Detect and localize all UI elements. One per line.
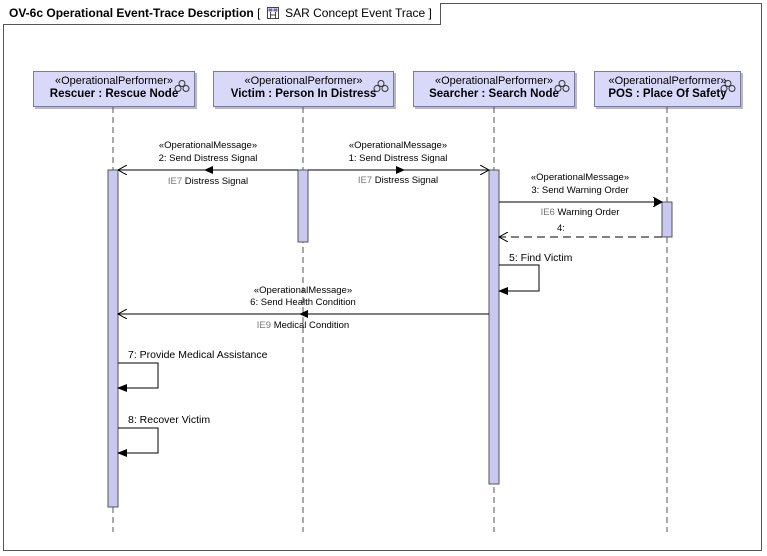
message-2[interactable]: «OperationalMessage» 2: Send Distress Si…: [118, 140, 298, 187]
performer-icon: [373, 80, 389, 92]
svg-text:IE6 Warning Order: IE6 Warning Order: [541, 207, 620, 218]
bracket-open: [: [257, 6, 261, 20]
lifeline-stereotype: «OperationalPerformer»: [434, 75, 553, 87]
performer-icon: [720, 80, 736, 92]
lifeline-stereotype: «OperationalPerformer»: [244, 75, 363, 87]
information-flow-arrow: [204, 166, 213, 174]
information-flow-arrow: [299, 310, 308, 318]
message-label: 3: Send Warning Order: [531, 185, 628, 196]
diagram-title-tab: OV-6c Operational Event-Trace Descriptio…: [3, 3, 441, 25]
ie-id: IE9: [257, 320, 271, 331]
lifeline-name: Victim : Person In Distress: [230, 88, 377, 100]
message-label: 8: Recover Victim: [128, 414, 210, 426]
ie-id: IE6: [541, 207, 555, 218]
performer-icon: [174, 80, 190, 92]
svg-text:IE7 Distress Signal: IE7 Distress Signal: [358, 175, 438, 186]
message-stereotype: «OperationalMessage»: [159, 140, 257, 151]
ie-id: IE7: [358, 175, 372, 186]
lifeline-victim[interactable]: «OperationalPerformer» Victim : Person I…: [213, 71, 394, 107]
message-6[interactable]: «OperationalMessage» 6: Send Health Cond…: [118, 285, 489, 331]
message-5-self[interactable]: 5: Find Victim: [498, 252, 573, 295]
ie-name: Distress Signal: [185, 176, 248, 187]
ie-name: Distress Signal: [375, 175, 438, 186]
lifeline-name: POS : Place Of Safety: [608, 88, 727, 100]
lifeline-stereotype: «OperationalPerformer»: [608, 75, 727, 87]
message-4-reply[interactable]: 4:: [499, 223, 662, 237]
message-8-self[interactable]: 8: Recover Victim: [117, 414, 210, 457]
message-stereotype: «OperationalMessage»: [349, 140, 447, 151]
message-7-self[interactable]: 7: Provide Medical Assistance: [117, 349, 268, 392]
lifeline-name: Searcher : Search Node: [429, 88, 559, 100]
message-3[interactable]: «OperationalMessage» 3: Send Warning Ord…: [499, 172, 663, 218]
diagram-kind-title: OV-6c Operational Event-Trace Descriptio…: [9, 6, 254, 20]
ie-id: IE7: [168, 176, 182, 187]
message-label: 1: Send Distress Signal: [349, 153, 448, 164]
information-flow-arrow: [654, 198, 663, 206]
message-stereotype: «OperationalMessage»: [254, 285, 352, 296]
diagram-name: SAR Concept Event Trace: [285, 6, 426, 20]
lifeline-name: Rescuer : Rescue Node: [49, 88, 179, 100]
lifeline-stereotype: «OperationalPerformer»: [54, 75, 173, 87]
information-flow-arrow: [396, 166, 405, 174]
activation-pos[interactable]: [661, 201, 673, 238]
sequence-diagram-icon: [266, 7, 279, 19]
ie-name: Warning Order: [557, 207, 619, 218]
message-label: 5: Find Victim: [509, 252, 573, 264]
message-stereotype: «OperationalMessage»: [531, 172, 629, 183]
activation-searcher[interactable]: [488, 169, 500, 485]
message-label: 7: Provide Medical Assistance: [128, 349, 268, 361]
lifeline-searcher[interactable]: «OperationalPerformer» Searcher : Search…: [413, 71, 575, 107]
message-label: 2: Send Distress Signal: [159, 153, 258, 164]
message-label: 6: Send Health Condition: [250, 297, 356, 308]
activation-rescuer[interactable]: [107, 169, 119, 508]
lifeline-pos[interactable]: «OperationalPerformer» POS : Place Of Sa…: [594, 71, 741, 107]
bracket-close: ]: [428, 6, 432, 20]
lifeline-rescuer[interactable]: «OperationalPerformer» Rescuer : Rescue …: [33, 71, 195, 107]
activation-victim[interactable]: [297, 169, 309, 243]
ie-name: Medical Condition: [274, 320, 350, 331]
performer-icon: [554, 80, 570, 92]
svg-text:IE9 Medical Condition: IE9 Medical Condition: [257, 320, 349, 331]
message-label: 4:: [557, 223, 565, 234]
svg-text:IE7 Distress Signal: IE7 Distress Signal: [168, 176, 248, 187]
message-1[interactable]: «OperationalMessage» 1: Send Distress Si…: [308, 140, 489, 186]
